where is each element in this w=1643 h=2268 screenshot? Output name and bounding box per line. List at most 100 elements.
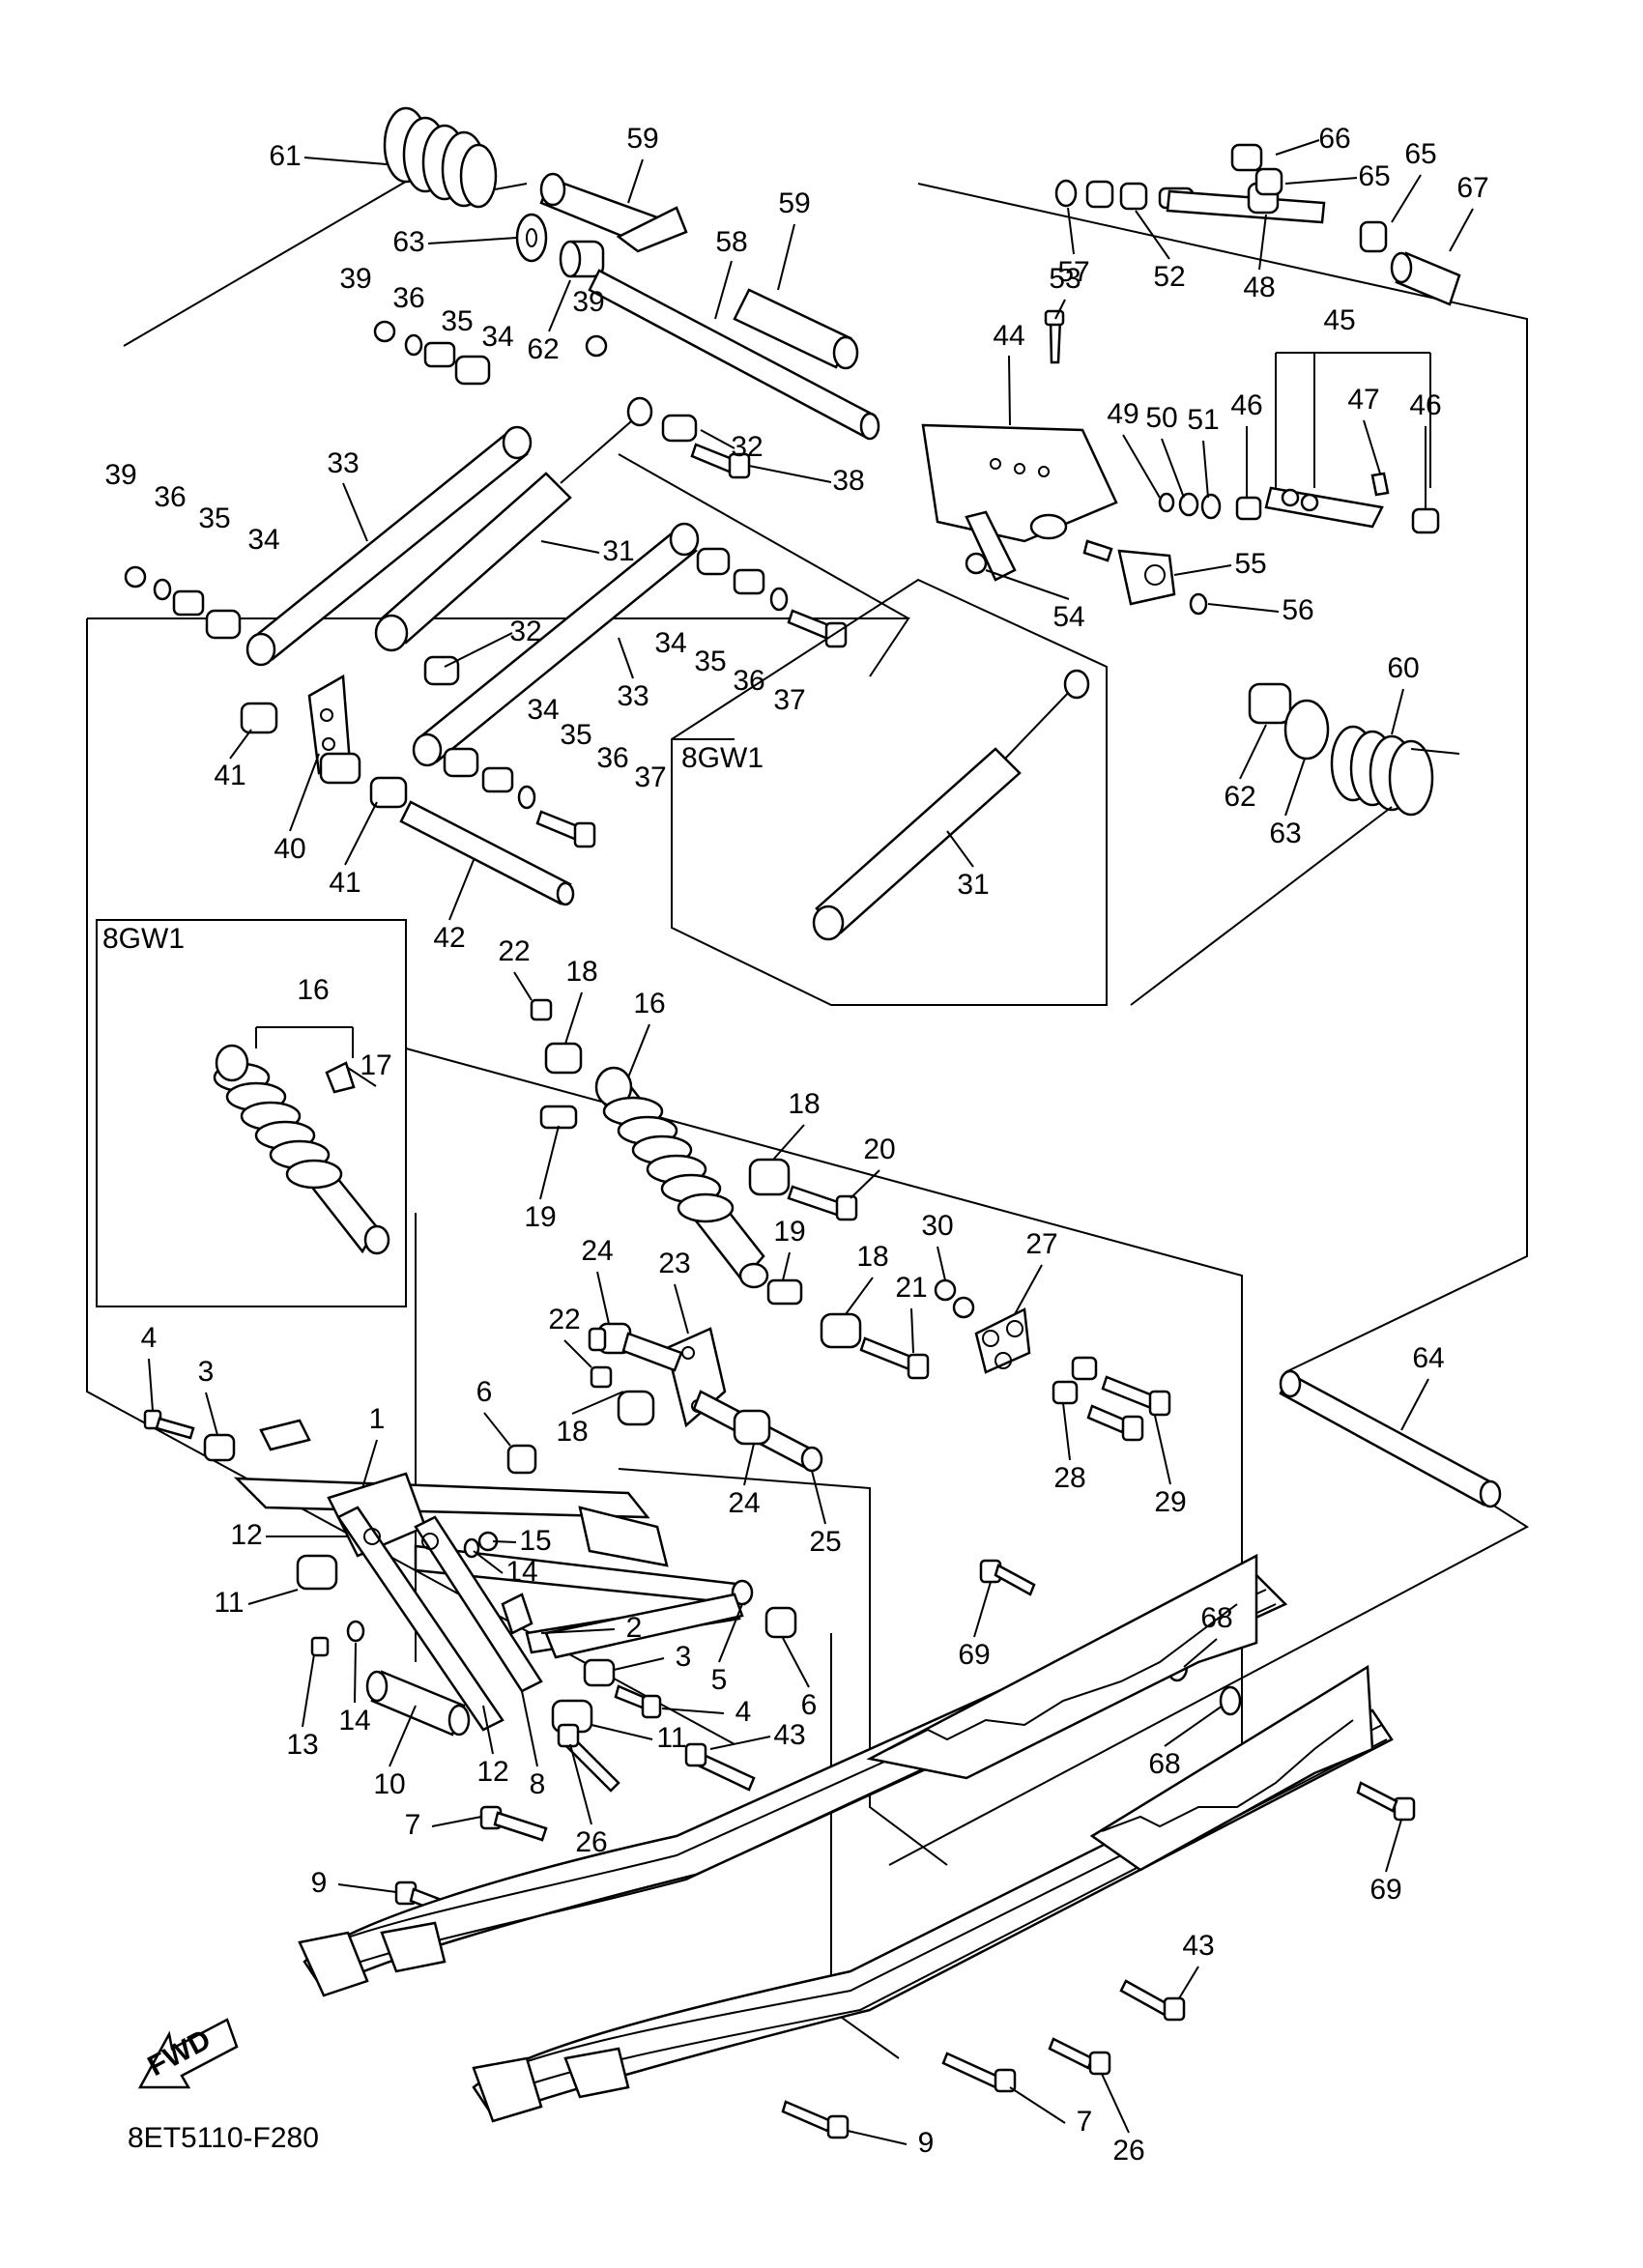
tube-5 — [544, 1593, 744, 1659]
pin-short — [1082, 539, 1113, 562]
callout-41: 41 — [329, 867, 360, 899]
callout-65: 65 — [1358, 160, 1390, 192]
shock-absorber-16 — [530, 998, 930, 1380]
callout-19: 19 — [524, 1201, 556, 1233]
callout-34: 34 — [527, 694, 559, 726]
rod-42 — [399, 800, 575, 906]
callout-58: 58 — [715, 226, 747, 258]
callout-62: 62 — [1224, 781, 1255, 813]
callout-31: 31 — [957, 869, 989, 901]
callout-59: 59 — [626, 123, 658, 155]
callout-35: 35 — [694, 646, 726, 677]
callout-48: 48 — [1243, 272, 1275, 303]
callout-31: 31 — [602, 535, 634, 567]
callout-11: 11 — [656, 1722, 686, 1754]
callout-20: 20 — [863, 1134, 895, 1165]
lower-bushings — [296, 1444, 797, 1793]
callout-69: 69 — [1369, 1874, 1401, 1906]
link-rod-33-lower — [412, 522, 700, 767]
shaft-45-assembly — [1158, 352, 1440, 534]
slide-rail-right — [472, 1664, 1394, 2123]
callout-22: 22 — [548, 1304, 580, 1335]
cover-59 — [539, 172, 859, 370]
bolts-lower-rail — [781, 1979, 1186, 2139]
bolt-53 — [1044, 309, 1065, 364]
callout-45: 45 — [1323, 304, 1355, 336]
callout-16: 16 — [297, 974, 329, 1006]
rod-64 — [1279, 1369, 1502, 1508]
callout-3: 3 — [676, 1641, 692, 1673]
callout-6: 6 — [801, 1689, 818, 1721]
callout-59: 59 — [778, 187, 810, 219]
callout-44: 44 — [993, 320, 1024, 352]
callout-2: 2 — [626, 1612, 643, 1644]
inset-label: 8GW1 — [681, 742, 764, 774]
bushing-41-a — [240, 702, 278, 734]
callout-36: 36 — [392, 282, 424, 314]
callout-36: 36 — [733, 665, 764, 697]
callout-53: 53 — [1049, 263, 1081, 295]
callout-24: 24 — [728, 1487, 760, 1519]
callout-40: 40 — [274, 833, 305, 865]
nut-54 — [965, 552, 988, 575]
callout-21: 21 — [895, 1272, 927, 1304]
leader-lines — [148, 139, 1474, 2145]
callout-16: 16 — [633, 988, 665, 1019]
shock-absorber-31 — [374, 396, 653, 652]
callout-39: 39 — [339, 263, 371, 295]
callout-65: 65 — [1404, 138, 1436, 170]
tube-10 — [365, 1670, 471, 1737]
plate-55 — [1117, 549, 1208, 616]
callout-33: 33 — [617, 680, 649, 712]
callout-34: 34 — [654, 627, 686, 659]
bolt-69-lower — [1219, 1685, 1416, 1822]
callout-36: 36 — [154, 481, 186, 513]
callout-35: 35 — [560, 719, 591, 751]
callout-32: 32 — [731, 431, 763, 463]
callout-12: 12 — [230, 1519, 262, 1551]
callout-61: 61 — [269, 140, 301, 172]
callout-11: 11 — [214, 1587, 244, 1619]
callout-66: 66 — [1318, 123, 1350, 155]
callout-43: 43 — [773, 1719, 805, 1751]
callout-64: 64 — [1412, 1342, 1444, 1374]
hardware-set-top-left — [373, 320, 751, 479]
callout-55: 55 — [1234, 548, 1266, 580]
callout-29: 29 — [1154, 1486, 1186, 1518]
callout-13: 13 — [286, 1729, 318, 1761]
callout-35: 35 — [198, 502, 230, 534]
bushing-40-b — [319, 752, 361, 785]
shaft-24-upper — [588, 1322, 683, 1389]
callout-49: 49 — [1107, 398, 1139, 430]
callout-6: 6 — [476, 1376, 493, 1408]
callout-63: 63 — [392, 226, 424, 258]
callout-30: 30 — [921, 1210, 953, 1242]
callout-60: 60 — [1387, 652, 1419, 684]
callout-35: 35 — [441, 305, 473, 337]
callout-14: 14 — [338, 1705, 370, 1737]
callout-38: 38 — [832, 465, 864, 497]
callout-51: 51 — [1187, 404, 1219, 436]
callout-7: 7 — [1077, 2106, 1093, 2138]
link-plate-27 — [934, 1278, 1171, 1442]
callout-26: 26 — [575, 1826, 607, 1858]
callout-36: 36 — [596, 742, 628, 774]
hardware-set-mid-left — [124, 547, 848, 848]
callout-19: 19 — [773, 1216, 805, 1248]
callout-17: 17 — [360, 1049, 391, 1081]
callout-37: 37 — [634, 761, 666, 793]
callout-47: 47 — [1347, 384, 1379, 416]
shaft-58 — [588, 269, 880, 441]
shaft-48-assembly — [1054, 143, 1461, 306]
callout-39: 39 — [104, 459, 136, 491]
callout-18: 18 — [856, 1241, 888, 1273]
callout-33: 33 — [327, 447, 359, 479]
callout-14: 14 — [505, 1556, 537, 1588]
rocker-arm-44 — [921, 423, 1118, 582]
bolt-7-upper — [479, 1805, 548, 1842]
callout-46: 46 — [1409, 389, 1441, 421]
slide-rail-left — [298, 1553, 1288, 1997]
callout-9: 9 — [918, 2127, 935, 2159]
callout-18: 18 — [565, 956, 597, 988]
